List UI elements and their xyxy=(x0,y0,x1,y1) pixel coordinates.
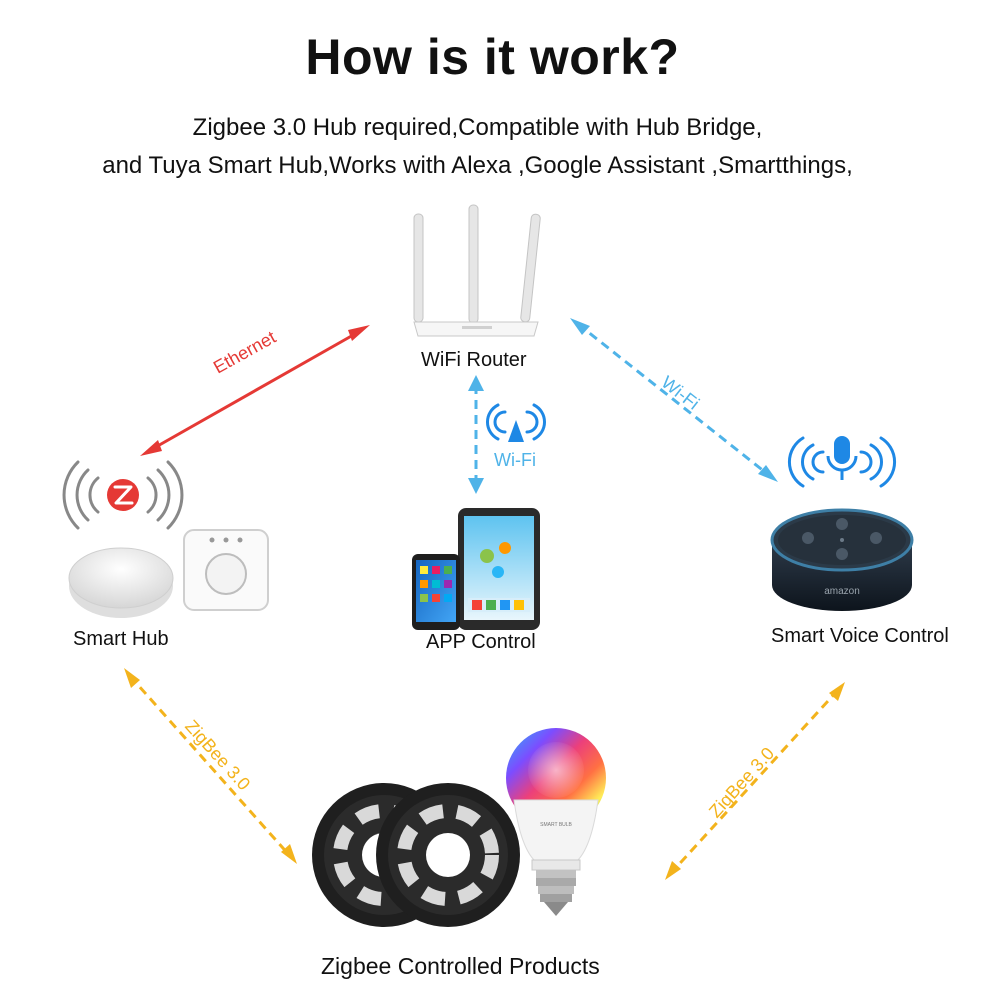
hub-signal-icon xyxy=(62,460,184,530)
smart-hub-label: Smart Hub xyxy=(73,628,169,650)
wifi-signal-icon xyxy=(485,403,547,442)
smart-bulb-image: SMART BULB xyxy=(506,728,606,916)
amazon-logo-text: amazon xyxy=(824,586,860,597)
app-phones-image xyxy=(412,508,540,630)
subtitle-line-1: Zigbee 3.0 Hub required,Compatible with … xyxy=(192,114,763,141)
voice-signal-icon xyxy=(787,436,897,488)
echo-dot-image: amazon xyxy=(770,508,914,611)
microphone-icon xyxy=(826,436,858,480)
zigbee-left-arrow xyxy=(124,668,297,864)
wifi-app-label: Wi-Fi xyxy=(494,450,536,470)
app-control-label: APP Control xyxy=(426,631,536,653)
smart-hub-image xyxy=(62,460,269,618)
wifi-app-arrow xyxy=(468,375,484,494)
wifi-voice-arrow xyxy=(570,318,778,482)
page-title: How is it work? xyxy=(305,29,680,85)
zigbee-right-arrow xyxy=(665,682,845,880)
router-label: WiFi Router xyxy=(421,349,527,371)
products-label: Zigbee Controlled Products xyxy=(321,953,600,979)
ethernet-arrow xyxy=(140,325,370,456)
voice-control-label: Smart Voice Control xyxy=(771,625,949,647)
led-strip-image xyxy=(312,783,520,927)
bulb-label-text: SMART BULB xyxy=(540,822,572,828)
wifi-router-image xyxy=(413,204,541,337)
subtitle-line-2: and Tuya Smart Hub,Works with Alexa ,Goo… xyxy=(102,152,853,179)
